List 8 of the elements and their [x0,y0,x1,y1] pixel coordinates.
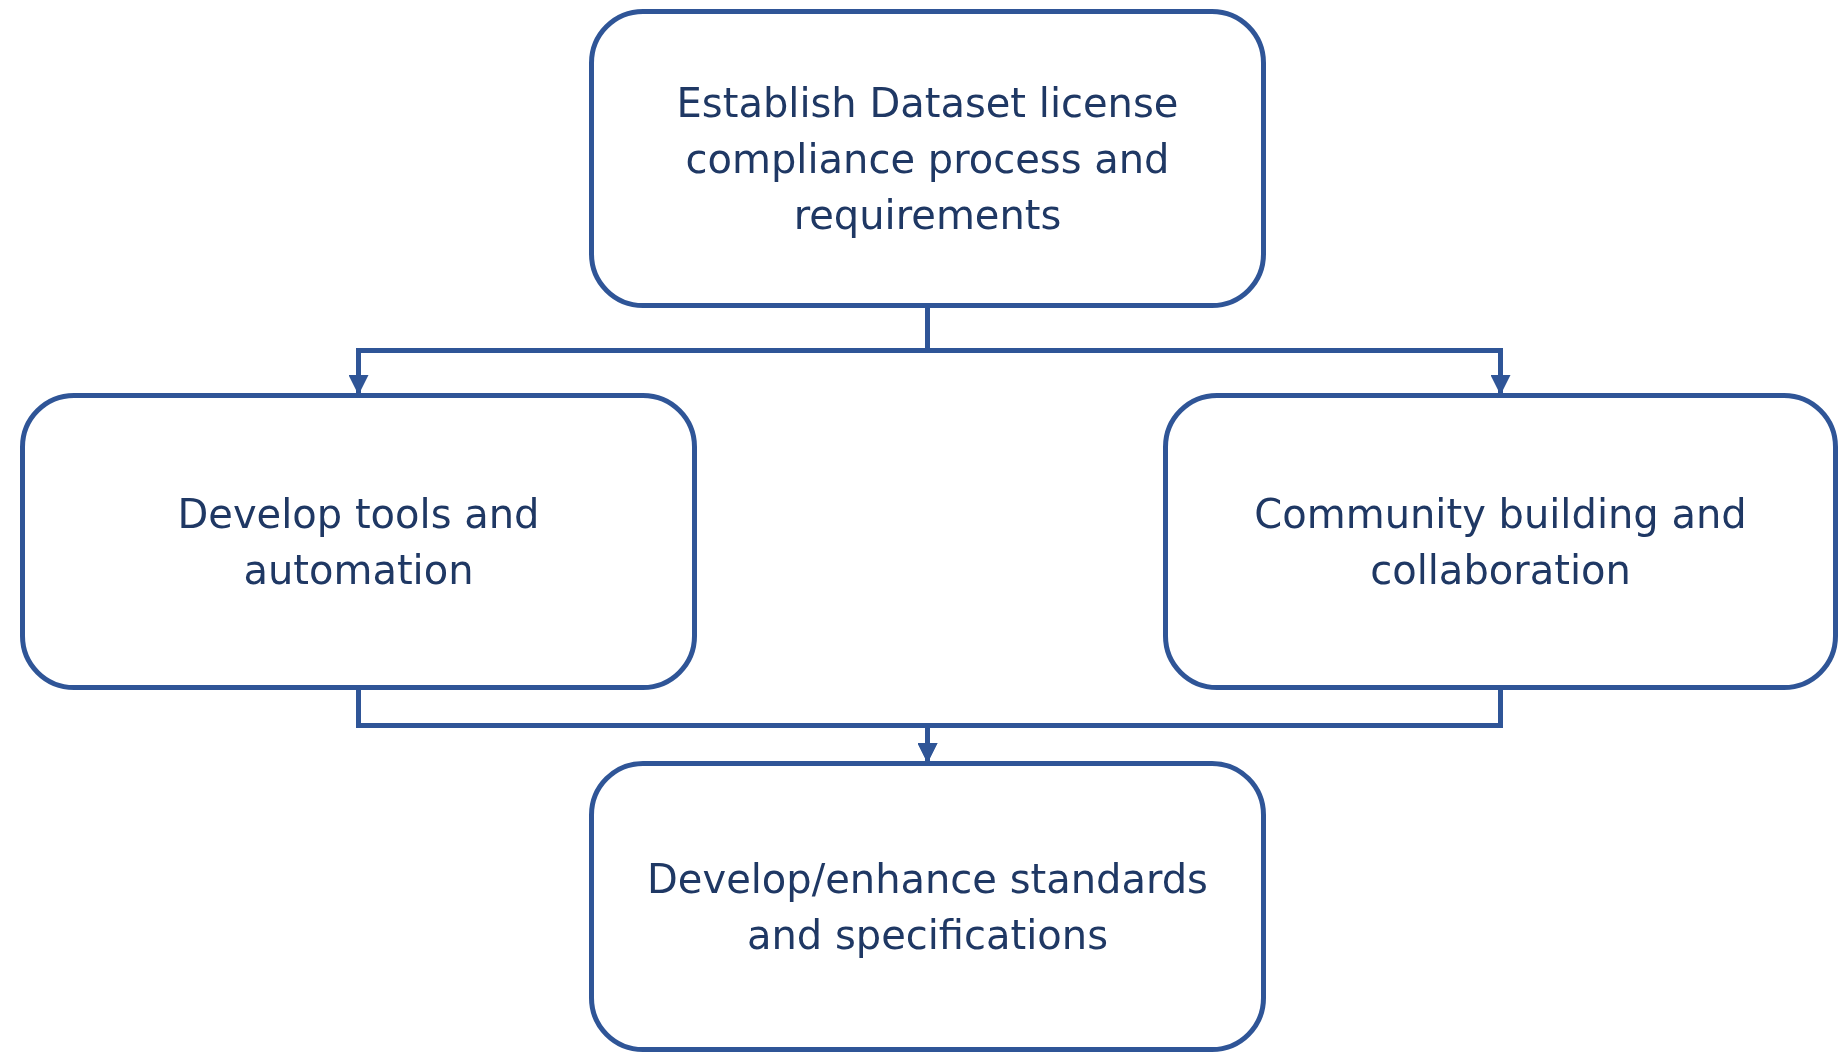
box-text: Develop/enhance standards and specifications [646,854,1209,960]
box-text: Develop tools and automation [176,489,541,595]
box-text: Establish Dataset license compliance process and requirements [675,78,1180,240]
process-box [1163,393,1838,690]
process-box [589,761,1266,1052]
box-text: Community building and collaboration [1253,489,1748,595]
process-box [589,9,1266,308]
process-box [20,393,697,690]
